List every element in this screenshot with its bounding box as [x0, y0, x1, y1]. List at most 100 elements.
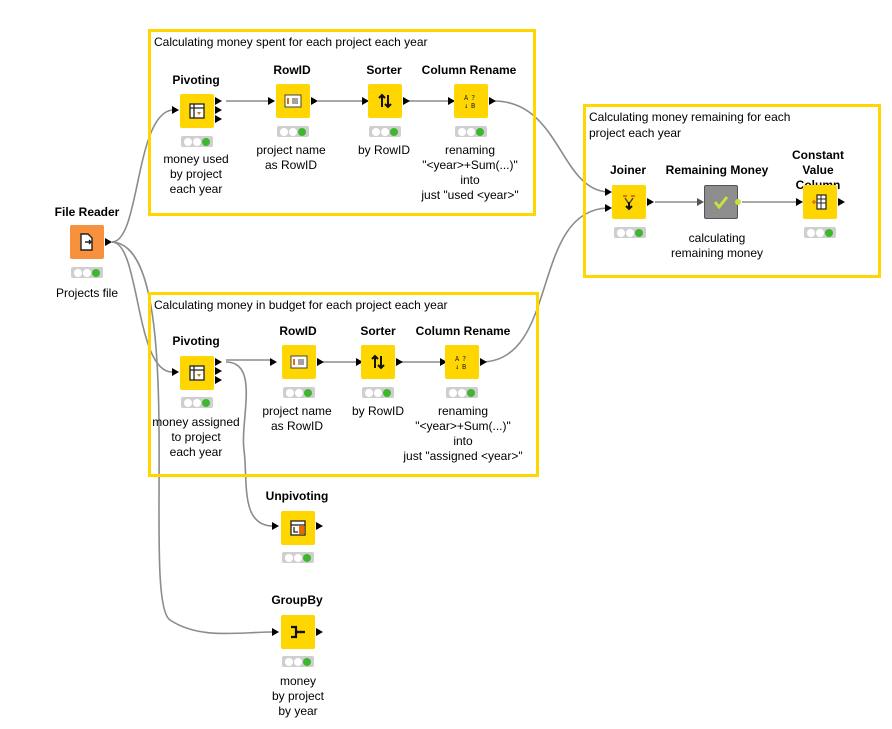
- rename-icon[interactable]: A?↓B: [454, 84, 488, 118]
- file-reader-icon[interactable]: [70, 225, 104, 259]
- status-indicator: [71, 267, 103, 278]
- status-indicator: [282, 656, 314, 667]
- node-title: Pivoting: [172, 73, 220, 87]
- node-label: money used by project each year: [163, 152, 229, 196]
- node-title: Remaining Money: [665, 163, 769, 177]
- input-port[interactable]: [448, 97, 455, 105]
- output-port[interactable]: [396, 358, 403, 366]
- pivot-icon[interactable]: [180, 356, 214, 390]
- output-port[interactable]: [105, 238, 112, 246]
- status-indicator: [446, 387, 478, 398]
- rowid-icon[interactable]: [276, 84, 310, 118]
- node-label: renaming "<year>+Sum(...)" into just "us…: [421, 143, 519, 202]
- status-indicator: [283, 387, 315, 398]
- output-port[interactable]: [316, 628, 323, 636]
- connection: [225, 361, 273, 527]
- connection: [493, 100, 609, 193]
- input-port[interactable]: [356, 358, 363, 366]
- node-title: Joiner: [609, 163, 647, 177]
- node-title: Column Rename: [415, 324, 511, 338]
- output-port[interactable]: [215, 358, 222, 366]
- output-port[interactable]: [215, 115, 222, 123]
- node-title: Constant Value Column: [792, 148, 844, 192]
- input-port[interactable]: [172, 368, 179, 376]
- svg-text:B: B: [462, 363, 466, 371]
- node-label: by RowID: [357, 143, 411, 157]
- input-port[interactable]: [362, 97, 369, 105]
- input-port[interactable]: [697, 198, 704, 206]
- status-indicator: [614, 227, 646, 238]
- node-label: Projects file: [55, 286, 119, 300]
- output-port[interactable]: [215, 97, 222, 105]
- sort-icon[interactable]: [361, 345, 395, 379]
- input-port[interactable]: [796, 198, 803, 206]
- node-label: by RowID: [351, 404, 405, 418]
- input-port[interactable]: [268, 97, 275, 105]
- svg-text:↓: ↓: [455, 363, 459, 371]
- annotation-money-budget[interactable]: Calculating money in budget for each pro…: [148, 292, 539, 477]
- input-port[interactable]: [272, 628, 279, 636]
- node-title: Column Rename: [421, 63, 517, 77]
- node-title: Sorter: [366, 63, 402, 77]
- status-indicator: [181, 397, 213, 408]
- status-indicator: [369, 126, 401, 137]
- status-indicator: [181, 136, 213, 147]
- node-label: calculating remaining money: [670, 231, 764, 260]
- unpivot-icon[interactable]: [281, 511, 315, 545]
- node-label: money assigned to project each year: [152, 415, 240, 459]
- input-port[interactable]: [605, 204, 612, 212]
- connection: [111, 109, 173, 243]
- node-title: Pivoting: [172, 334, 220, 348]
- node-label: project name as RowID: [256, 143, 326, 172]
- node-title: GroupBy: [271, 593, 323, 607]
- output-port[interactable]: [316, 522, 323, 530]
- svg-text:?: ?: [471, 94, 475, 102]
- output-port[interactable]: [647, 198, 654, 206]
- svg-text:↓: ↓: [464, 102, 468, 110]
- svg-text:A: A: [464, 94, 469, 102]
- output-port[interactable]: [489, 97, 496, 105]
- metanode-check-icon[interactable]: [704, 185, 738, 219]
- annotation-money-spent[interactable]: Calculating money spent for each project…: [148, 29, 536, 216]
- constant-column-icon[interactable]: [803, 185, 837, 219]
- input-port[interactable]: [440, 358, 447, 366]
- node-title: Unpivoting: [265, 489, 329, 503]
- node-title: File Reader: [54, 205, 120, 219]
- groupby-icon[interactable]: [281, 615, 315, 649]
- status-indicator: [277, 126, 309, 137]
- sort-icon[interactable]: [368, 84, 402, 118]
- annotation-money-remaining[interactable]: Calculating money remaining for each pro…: [583, 104, 881, 278]
- metanode-output-dot: [735, 199, 741, 205]
- joiner-icon[interactable]: [612, 185, 646, 219]
- output-port[interactable]: [838, 198, 845, 206]
- rowid-icon[interactable]: [282, 345, 316, 379]
- connection: [480, 207, 609, 363]
- output-port[interactable]: [480, 358, 487, 366]
- input-port[interactable]: [172, 106, 179, 114]
- output-port[interactable]: [215, 106, 222, 114]
- node-title: Sorter: [360, 324, 396, 338]
- input-port[interactable]: [270, 358, 277, 366]
- rename-icon[interactable]: A?↓B: [445, 345, 479, 379]
- node-label: project name as RowID: [262, 404, 332, 433]
- output-port[interactable]: [311, 97, 318, 105]
- svg-text:B: B: [471, 102, 475, 110]
- svg-text:A: A: [455, 355, 460, 363]
- node-label: renaming "<year>+Sum(...)" into just "as…: [403, 404, 523, 463]
- connection: [111, 241, 173, 373]
- node-title: RowID: [279, 324, 317, 338]
- annotation-text: Calculating money spent for each project…: [154, 35, 428, 49]
- input-port[interactable]: [272, 522, 279, 530]
- pivot-icon[interactable]: [180, 94, 214, 128]
- input-port[interactable]: [605, 188, 612, 196]
- svg-text:?: ?: [462, 355, 466, 363]
- output-port[interactable]: [215, 376, 222, 384]
- status-indicator: [455, 126, 487, 137]
- output-port[interactable]: [403, 97, 410, 105]
- annotation-text: Calculating money in budget for each pro…: [154, 298, 448, 312]
- output-port[interactable]: [317, 358, 324, 366]
- output-port[interactable]: [215, 367, 222, 375]
- node-title: RowID: [273, 63, 311, 77]
- annotation-text: Calculating money remaining for each pro…: [589, 110, 794, 140]
